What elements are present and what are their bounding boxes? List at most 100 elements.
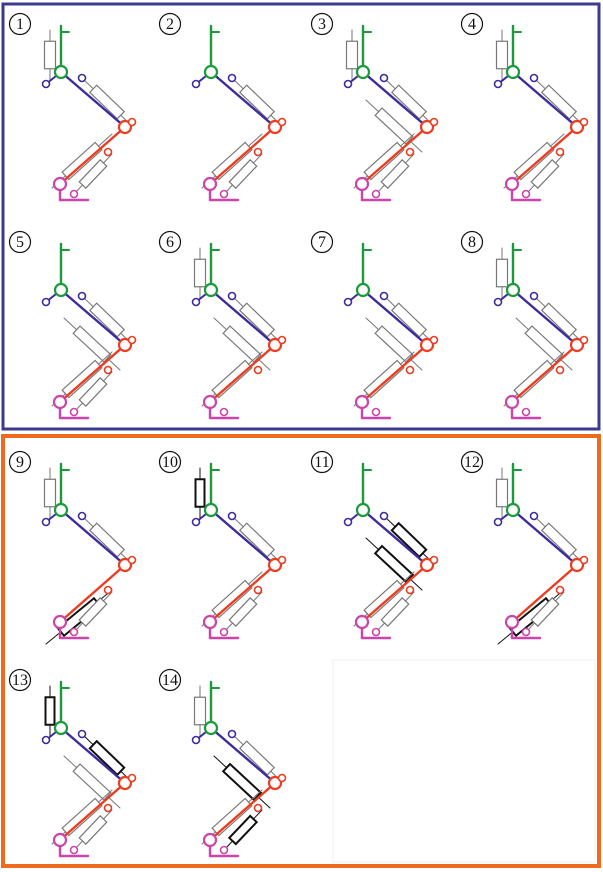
knee-node — [127, 773, 137, 783]
pelvis-node — [191, 79, 201, 89]
thigh-upper-muscle — [231, 515, 283, 565]
long-muscle-body — [363, 579, 405, 619]
thigh-lower-muscle-body — [222, 325, 262, 363]
shank-segment — [510, 563, 579, 624]
panel-number: 11 — [314, 454, 329, 471]
knee-node — [429, 335, 439, 345]
panel-4: 4 — [460, 12, 589, 202]
shank-muscle — [375, 153, 415, 195]
shank-muscle-body — [78, 597, 108, 627]
shank-muscle-body — [228, 159, 258, 189]
thigh-upper-muscle-body — [238, 302, 276, 338]
shank-segment — [58, 343, 127, 404]
shank-node — [103, 803, 113, 813]
thigh-segment — [511, 70, 579, 129]
knee-node — [579, 555, 589, 565]
thigh-lower-muscle-body — [221, 762, 263, 802]
thigh-segment — [361, 288, 429, 347]
panel-label-10: 10 — [158, 450, 182, 474]
thigh-node — [227, 291, 237, 301]
thigh-upper-muscle-body — [238, 84, 276, 120]
shank-segment — [360, 125, 429, 186]
knee-node — [277, 335, 287, 345]
ankle-joint — [52, 176, 68, 192]
panel-7: 7 — [310, 230, 439, 420]
thigh-upper-muscle — [231, 295, 283, 345]
pelvis-node — [493, 79, 503, 89]
thigh-upper-muscle-body — [88, 302, 126, 338]
knee-node — [277, 773, 287, 783]
thigh-lower-muscle — [515, 317, 573, 371]
thigh-upper-muscle-body — [238, 740, 276, 776]
knee-joint — [117, 557, 133, 573]
heel-node — [219, 407, 229, 417]
thigh-node — [77, 729, 87, 739]
ankle-joint — [354, 176, 370, 192]
thigh-upper-muscle — [81, 733, 133, 783]
thigh-upper-muscle-body — [540, 302, 578, 338]
shank-node — [405, 147, 415, 157]
shank-node — [103, 147, 113, 157]
shank-node — [253, 585, 263, 595]
panel-label-circle — [158, 668, 182, 692]
thigh-segment — [511, 288, 579, 347]
panel-label-9: 9 — [8, 450, 32, 474]
thigh-upper-muscle — [231, 733, 283, 783]
thigh-upper-muscle-body — [238, 522, 276, 558]
panel-label-5: 5 — [8, 230, 32, 254]
shank-node — [253, 147, 263, 157]
shank-muscle — [73, 371, 113, 413]
thigh-upper-muscle — [383, 295, 435, 345]
thigh-upper-muscle-body — [390, 84, 428, 120]
long-muscle-body — [61, 359, 103, 399]
thigh-upper-muscle-body — [390, 521, 428, 559]
panel-2: 2 — [158, 12, 287, 202]
hip-muscle — [193, 247, 207, 299]
long-muscle-body — [513, 141, 555, 181]
knee-node — [127, 555, 137, 565]
ankle-joint — [52, 614, 68, 630]
hip-muscle — [193, 685, 207, 737]
thigh-segment — [59, 726, 127, 785]
knee-joint — [419, 337, 435, 353]
knee-joint — [569, 337, 585, 353]
empty-area — [332, 659, 596, 863]
panel-label-circle — [310, 12, 334, 36]
heel-node — [371, 627, 381, 637]
thigh-lower-muscle — [213, 755, 271, 809]
hip-muscle-body — [193, 258, 207, 288]
pelvis-node — [191, 517, 201, 527]
heel-node — [69, 189, 79, 199]
panel-label-circle — [8, 12, 32, 36]
shank-segment — [208, 125, 277, 186]
ankle-joint — [504, 394, 520, 410]
panel-label-circle — [158, 450, 182, 474]
ankle-joint — [52, 832, 68, 848]
panel-label-circle — [158, 12, 182, 36]
panel-label-circle — [8, 230, 32, 254]
panel-label-circle — [158, 230, 182, 254]
thigh-node — [227, 73, 237, 83]
panel-label-circle — [310, 230, 334, 254]
long-muscle-body — [211, 359, 253, 399]
heel-node — [69, 627, 79, 637]
ankle-joint — [202, 394, 218, 410]
shank-muscle — [525, 153, 565, 195]
heel-node — [371, 189, 381, 199]
panel-label-7: 7 — [310, 230, 334, 254]
panel-number: 10 — [162, 454, 178, 471]
hip-joint — [203, 64, 219, 80]
thigh-segment — [209, 508, 277, 567]
long-muscle-body — [61, 141, 103, 181]
panel-label-circle — [460, 450, 484, 474]
long-muscle-body — [211, 579, 253, 619]
shank-muscle-body — [227, 814, 259, 846]
shank-segment — [58, 563, 127, 624]
shank-node — [405, 585, 415, 595]
pelvis-node — [41, 517, 51, 527]
long-muscle-body — [363, 141, 405, 181]
thigh-lower-muscle-body — [374, 325, 414, 363]
hip-joint — [53, 64, 69, 80]
hip-joint — [53, 282, 69, 298]
